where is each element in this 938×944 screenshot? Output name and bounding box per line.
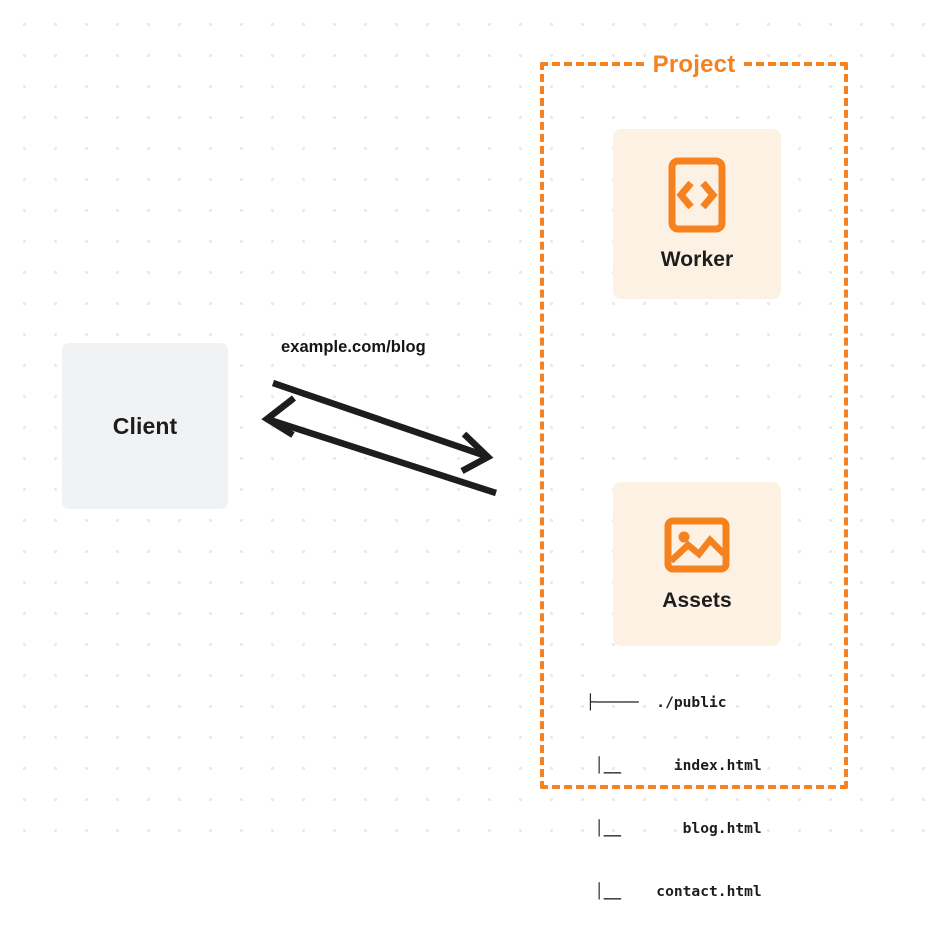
response-arrow-icon (261, 395, 497, 497)
image-icon (664, 517, 730, 573)
project-title: Project (647, 51, 741, 79)
assets-file-tree: ├───── ./public │__ index.html │__ blog.… (586, 650, 762, 944)
client-label: Client (112, 412, 178, 439)
assets-label: Assets (662, 589, 732, 612)
request-arrow-icon (271, 379, 494, 474)
file-tree-row: ├───── ./public (586, 694, 727, 711)
code-brackets-icon (668, 157, 726, 233)
connection-label: example.com/blog (281, 338, 426, 356)
diagram-canvas: Client example.com/blog Project Worker (0, 0, 938, 900)
assets-node[interactable]: Assets (613, 482, 781, 646)
worker-label: Worker (660, 248, 734, 271)
project-container: Project (540, 51, 848, 789)
file-tree-row: │__ index.html (586, 757, 762, 774)
file-tree-row: │__ blog.html (586, 820, 762, 837)
connection-arrows (261, 379, 497, 497)
worker-node[interactable]: Worker (613, 129, 781, 299)
client-node[interactable]: Client (62, 343, 228, 509)
file-tree-row: │__ contact.html (586, 883, 762, 900)
